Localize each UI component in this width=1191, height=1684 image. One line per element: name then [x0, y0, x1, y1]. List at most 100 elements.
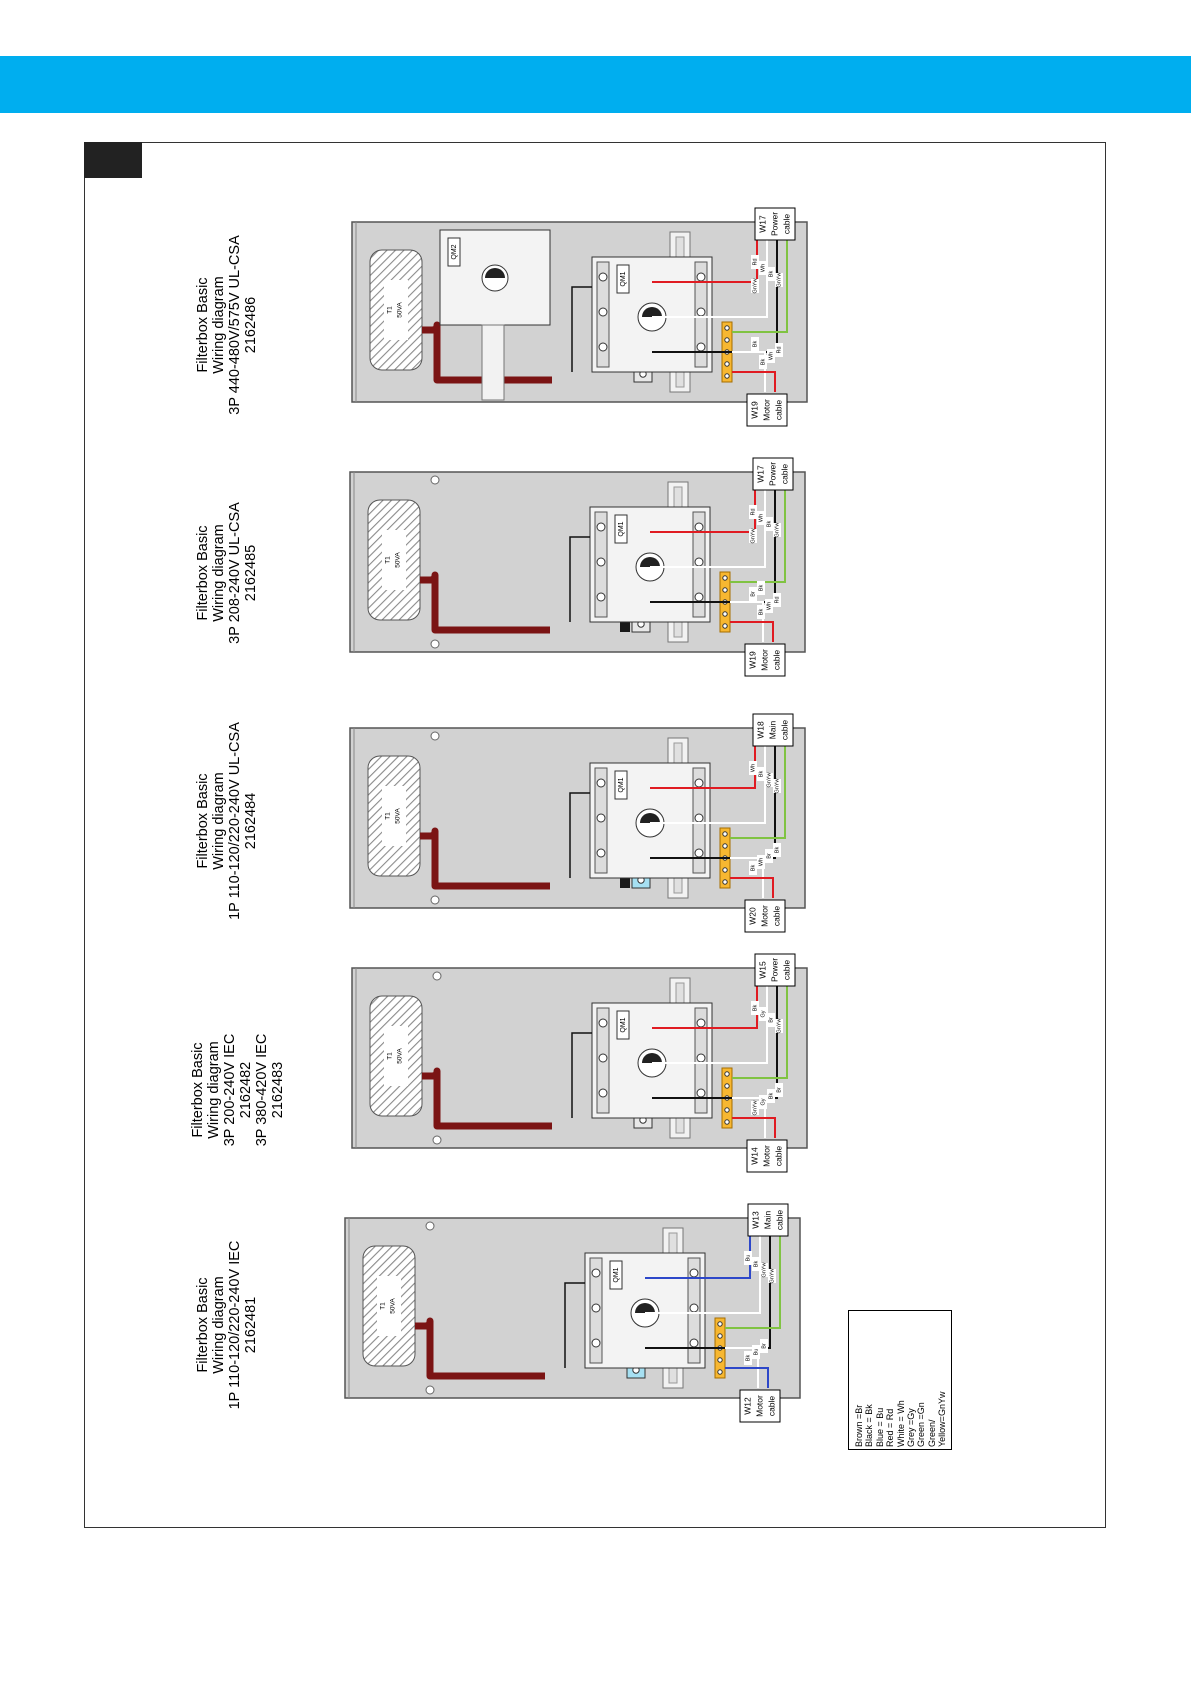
transformer-cable [422, 1067, 552, 1130]
mounting-hole-icon [425, 1221, 435, 1231]
cable-label-top: Main [762, 1211, 772, 1230]
cable-box-top [754, 207, 796, 241]
transformer-cable [420, 571, 550, 634]
wire-label: Bk [758, 609, 764, 616]
cable-label-top: cable [781, 214, 791, 235]
transformer-label: T1 [380, 1302, 387, 1310]
wire-label: GnYw [766, 772, 772, 787]
wire [732, 986, 788, 1079]
wire-label: Br [766, 853, 772, 859]
cable-box-top [752, 457, 794, 491]
cable-label-bottom: W20 [747, 907, 757, 925]
wire [569, 792, 590, 878]
cable-label-top: Power [769, 212, 779, 236]
transformer-label: T1 [387, 306, 394, 314]
cable-box-bottom [739, 1389, 781, 1423]
breaker-screw-icon [689, 1268, 699, 1278]
breaker-screw-icon [696, 1053, 706, 1063]
ground-screw-icon [722, 843, 728, 849]
cable-label-top: Main [767, 721, 777, 740]
din-rail-aux [481, 324, 505, 401]
cable-label-top: cable [779, 464, 789, 485]
breaker-screw-icon [694, 592, 704, 602]
wire-label: Rd [776, 346, 782, 353]
wire-label: GnYw [774, 778, 780, 793]
cable-box-top [747, 1203, 789, 1237]
wire [730, 601, 764, 642]
cable-label-bottom: Motor [759, 905, 769, 927]
cable-label-top: W15 [757, 961, 767, 979]
ground-screw-icon [717, 1333, 723, 1339]
mounting-hole-icon [425, 1385, 435, 1395]
breaker-screw-icon [596, 522, 606, 532]
breaker-screw-icon [694, 522, 704, 532]
breaker-label: QM1 [618, 521, 625, 536]
cable-label-bottom: cable [773, 1146, 783, 1167]
breaker-screw-icon [591, 1268, 601, 1278]
breaker-screw-icon [696, 1018, 706, 1028]
ground-screw-icon [724, 325, 730, 331]
breaker-screw-icon [598, 342, 608, 352]
wire-label: Bk [774, 847, 780, 854]
wire [730, 746, 786, 839]
wire [730, 877, 774, 898]
wire-label: Bk [750, 865, 756, 872]
breaker-screw-icon [596, 557, 606, 567]
ground-screw-icon [717, 1357, 723, 1363]
wire-label: Wh [768, 352, 774, 360]
ground-screw-icon [724, 1071, 730, 1077]
wire-label: Rd [750, 508, 756, 515]
breaker-screw-icon [694, 557, 704, 567]
wire-label: Wh [758, 858, 764, 866]
wire-label: GnYw [776, 1018, 782, 1033]
wire-label: Bk [753, 1261, 759, 1268]
mounting-hole-icon [430, 475, 440, 485]
wire-label: Wh [766, 602, 772, 610]
transformer-rating: 50VA [390, 1298, 397, 1314]
cable-label-bottom: Motor [761, 399, 771, 421]
header-band [0, 56, 1191, 113]
cable-label-top: W18 [755, 721, 765, 739]
ground-screw-icon [724, 1083, 730, 1089]
breaker-screw-icon [596, 813, 606, 823]
cable-label-top: cable [774, 1210, 784, 1231]
wire-label: Br [776, 1087, 782, 1093]
wire [725, 1236, 781, 1329]
cable-label-bottom: Motor [754, 1395, 764, 1417]
cable-label-bottom: W14 [749, 1147, 759, 1165]
ground-screw-icon [724, 1119, 730, 1125]
wire-label: Bk [766, 521, 772, 528]
ground-screw-icon [724, 1107, 730, 1113]
wire-label: GnYw [769, 1268, 775, 1283]
breaker-screw-icon [596, 848, 606, 858]
cable-label-bottom: W12 [742, 1397, 752, 1415]
cable-box-top [754, 953, 796, 987]
transformer-rating: 50VA [397, 1048, 404, 1064]
wire [645, 1236, 751, 1279]
breaker-label: QM1 [618, 777, 625, 792]
mounting-hole-icon [430, 895, 440, 905]
cable-label-top: W17 [757, 215, 767, 233]
wire-label: Gy [760, 1098, 766, 1105]
wire-label: Gy [760, 1010, 766, 1017]
wire [732, 240, 788, 333]
ground-screw-icon [722, 611, 728, 617]
cable-box-bottom [744, 643, 786, 677]
wire-label: Bk [768, 1093, 774, 1100]
wire-label: Bk [745, 1355, 751, 1362]
breaker-label: QM1 [620, 271, 627, 286]
wire [732, 351, 766, 392]
cable-label-top: cable [779, 720, 789, 741]
cable-label-bottom: Motor [761, 1145, 771, 1167]
wire-label: GnYw [776, 272, 782, 287]
cable-label-bottom: cable [766, 1396, 776, 1417]
breaker-screw-icon [598, 1018, 608, 1028]
cable-label-bottom: cable [773, 400, 783, 421]
